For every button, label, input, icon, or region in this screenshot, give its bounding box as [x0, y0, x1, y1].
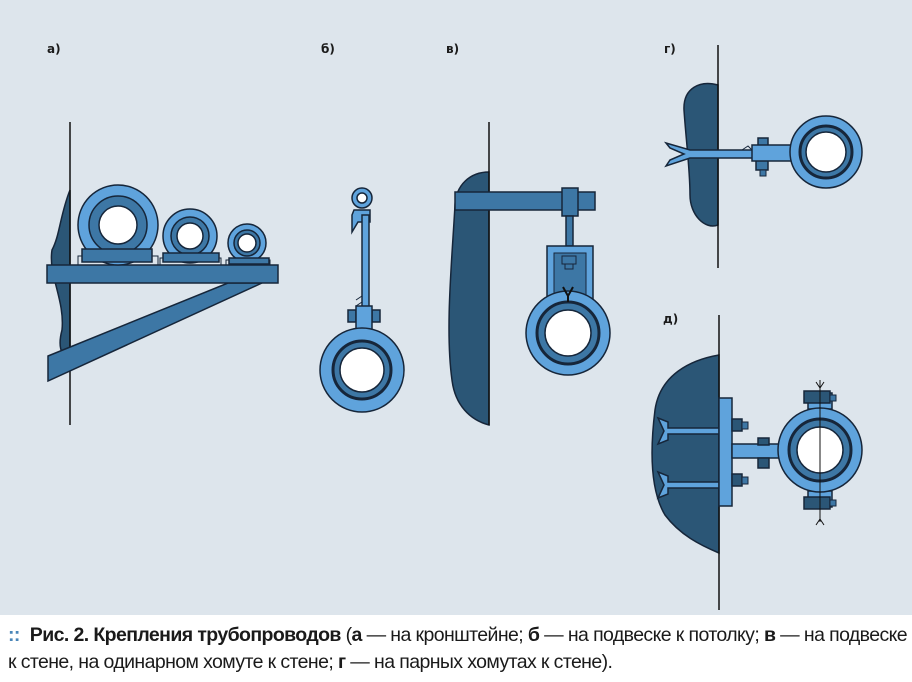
caption-key: а	[351, 624, 363, 646]
caption-title: Рис. 2. Крепления трубопроводов	[29, 624, 342, 646]
caption-text: — на подвеске к потолку;	[539, 624, 764, 646]
caption-text: — на парных хомутах к стене).	[345, 651, 613, 673]
panel-d-paired-clamps	[651, 315, 863, 610]
label-g: г)	[664, 42, 676, 56]
label-a: а)	[47, 42, 61, 56]
caption-text: (	[340, 624, 352, 646]
bracket-strut	[47, 282, 263, 383]
panel-b-ceiling-hanger	[319, 187, 405, 413]
label-d: д)	[663, 312, 678, 326]
caption-key: в	[763, 624, 776, 646]
figure-caption: ::Рис. 2. Крепления трубопроводов (а — н…	[8, 622, 908, 676]
caption-text: — на кронштейне;	[361, 624, 528, 646]
caption-marker-icon: ::	[8, 624, 20, 646]
panel-a-bracket	[46, 122, 279, 425]
panel-v-wall-hanger	[448, 122, 611, 426]
label-b: б)	[321, 42, 335, 56]
bracket-shelf	[46, 264, 279, 284]
label-v: в)	[446, 42, 459, 56]
caption-key: г	[337, 651, 346, 673]
pipe-supports-figure: а) б) в) г) д)	[0, 0, 912, 615]
panel-g-single-clamp	[663, 45, 863, 268]
caption-key: б	[527, 624, 540, 646]
caption-text: — на подвеске к стене, на одинарном хому…	[8, 624, 908, 673]
pipe-large	[77, 184, 159, 266]
wall-mass	[448, 171, 490, 426]
pipe-small	[225, 223, 271, 265]
pipe-medium	[159, 208, 222, 265]
